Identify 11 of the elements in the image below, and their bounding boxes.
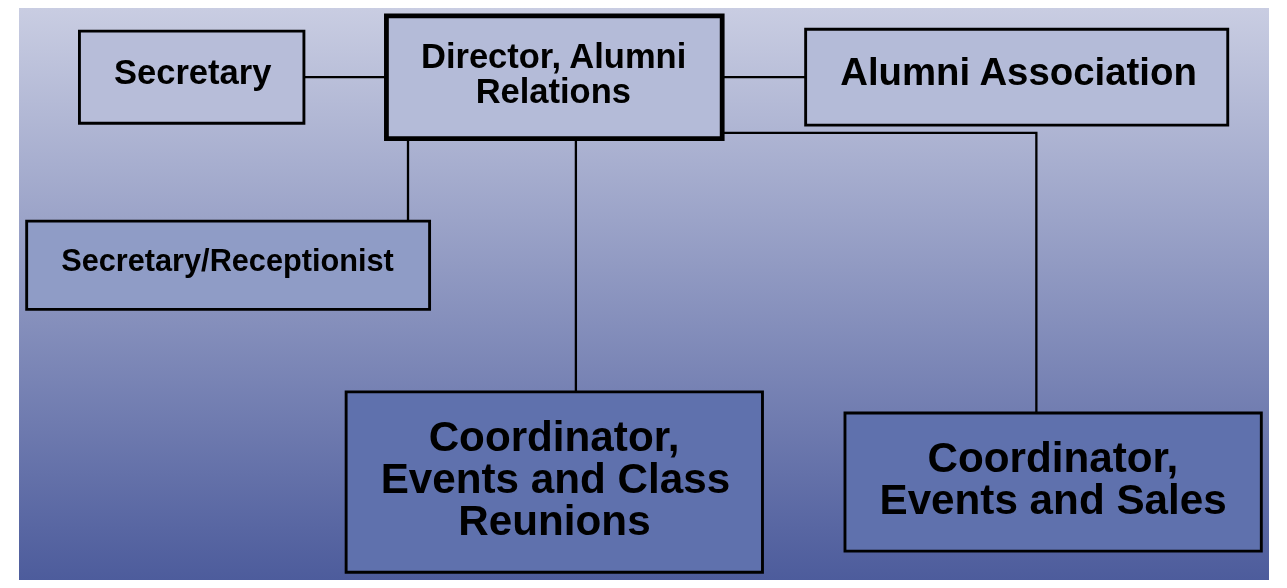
node-box: Secretary/Receptionist	[24, 219, 431, 311]
connector	[574, 138, 577, 392]
connector	[406, 138, 409, 221]
node-box: Coordinator, Events and Class Reunions	[344, 390, 764, 574]
connector	[303, 76, 386, 79]
node-box: Coordinator, Events and Sales	[843, 411, 1263, 553]
node-box: Director, Alumni Relations	[383, 13, 725, 141]
node-box: Alumni Association	[803, 27, 1229, 127]
connector	[721, 131, 1037, 413]
connector	[722, 76, 805, 79]
node-box: Secretary	[77, 29, 305, 125]
